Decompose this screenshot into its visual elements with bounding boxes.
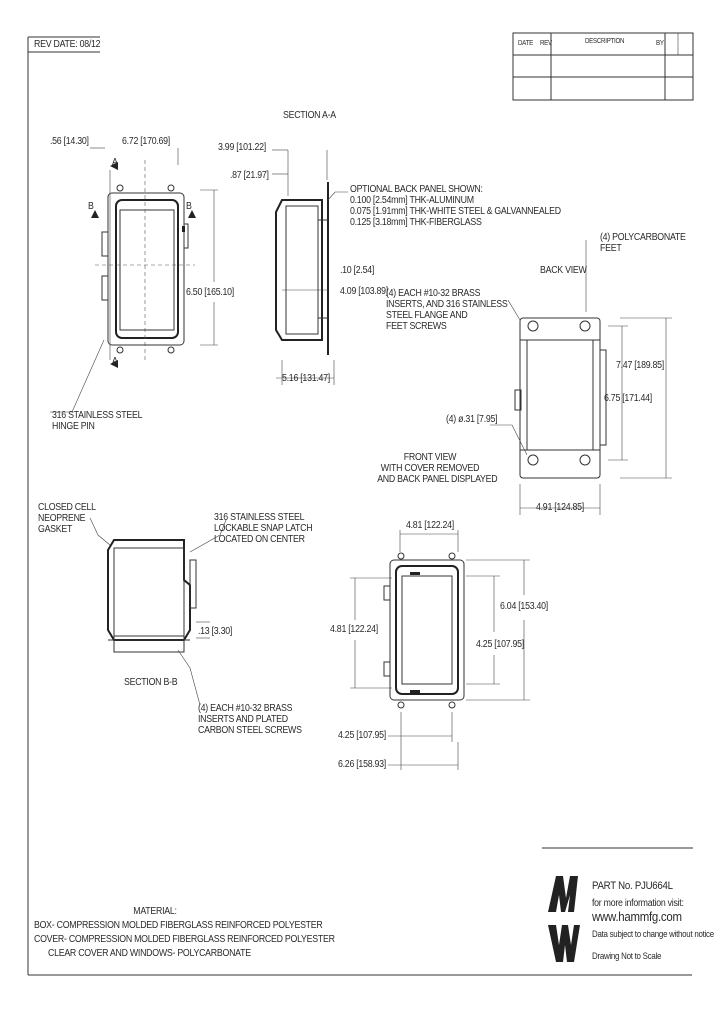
front-view-main <box>50 147 218 413</box>
material-line-cover: COVER- COMPRESSION MOLDED FIBERGLASS REI… <box>34 934 335 945</box>
dim-604: 6.04 [153.40] <box>500 601 548 612</box>
sheet-borders <box>27 36 692 976</box>
marker-a-bottom: A <box>112 356 118 367</box>
dim-425-right: 4.25 [107.95] <box>476 639 524 650</box>
note-snap-latch: 316 STAINLESS STEEL LOCKABLE SNAP LATCH … <box>214 512 313 545</box>
dim-481-top: 4.81 [122.24] <box>406 520 454 531</box>
dim-672: 6.72 [170.69] <box>122 136 170 147</box>
footer-disclaimer: Data subject to change without notice <box>592 929 714 939</box>
dim-516: 5.16 [131.47] <box>282 373 330 384</box>
marker-a-top: A <box>112 157 118 168</box>
material-line-box: BOX- COMPRESSION MOLDED FIBERGLASS REINF… <box>34 920 323 931</box>
material-heading: MATERIAL: <box>133 906 177 917</box>
rev-header-by: BY <box>656 40 664 47</box>
dim-031: (4) ø.31 [7.95] <box>446 414 498 425</box>
section-aa-view <box>272 149 348 385</box>
rev-date: REV DATE: 08/12 <box>34 39 101 50</box>
dim-087: .87 [21.97] <box>230 170 269 181</box>
rev-header-rev: REV <box>540 40 552 47</box>
note-optional-back-panel: OPTIONAL BACK PANEL SHOWN: 0.100 [2.54mm… <box>350 184 561 228</box>
note-hinge-pin: 316 STAINLESS STEEL HINGE PIN <box>52 410 143 432</box>
dim-481-left: 4.81 [122.24] <box>330 624 378 635</box>
dim-399: 3.99 [101.22] <box>218 142 266 153</box>
note-gasket: CLOSED CELL NEOPRENE GASKET <box>38 502 96 535</box>
dim-425-bottom: 4.25 [107.95] <box>338 730 386 741</box>
section-bb-view <box>89 517 227 706</box>
dim-675: 6.75 [171.44] <box>604 393 652 404</box>
material-line-clear: CLEAR COVER AND WINDOWS- POLYCARBONATE <box>48 948 251 959</box>
dim-650: 6.50 [165.10] <box>186 287 234 298</box>
front-view-label: FRONT VIEW WITH COVER REMOVED AND BACK P… <box>377 452 498 485</box>
note-brass-inserts: (4) EACH #10-32 BRASS INSERTS, AND 316 S… <box>386 288 508 332</box>
rev-header-date: DATE <box>518 40 533 47</box>
revision-table <box>512 32 694 101</box>
footer-scale: Drawing Not to Scale <box>592 951 662 961</box>
dim-747: 7.47 [189.85] <box>616 360 664 371</box>
front-view-open <box>350 530 530 770</box>
dim-491: 4.91 [124.85] <box>536 502 584 513</box>
note-polycarbonate-feet: (4) POLYCARBONATE FEET <box>600 232 686 254</box>
company-logo <box>548 876 580 962</box>
back-view <box>490 240 672 515</box>
back-view-label: BACK VIEW <box>540 265 587 276</box>
rev-header-description: DESCRIPTION <box>585 38 625 45</box>
dim-056: .56 [14.30] <box>50 136 89 147</box>
dim-013: .13 [3.30] <box>198 626 233 637</box>
footer-website[interactable]: www.hammfg.com <box>592 909 682 924</box>
section-aa-label: SECTION A-A <box>283 110 336 121</box>
dim-010: .10 [2.54] <box>340 265 375 276</box>
part-number: PART No. PJU664L <box>592 880 673 892</box>
footer-info: for more information visit: <box>592 898 684 909</box>
note-carbon-screws: (4) EACH #10-32 BRASS INSERTS AND PLATED… <box>198 703 302 736</box>
section-bb-label: SECTION B-B <box>124 677 178 688</box>
dim-409: 4.09 [103.89] <box>340 286 388 297</box>
marker-b-right: B <box>186 201 192 212</box>
dim-626: 6.26 [158.93] <box>338 759 386 770</box>
marker-b-left: B <box>88 201 94 212</box>
